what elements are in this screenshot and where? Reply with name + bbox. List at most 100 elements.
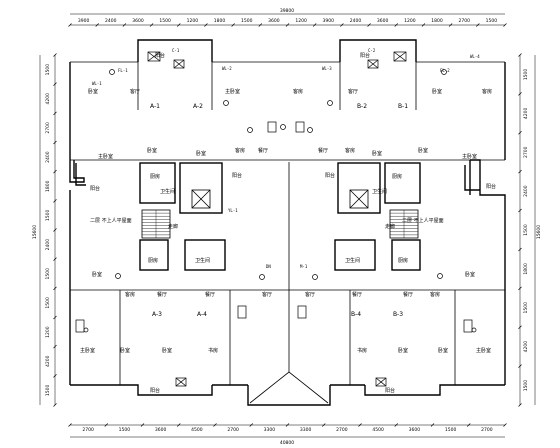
top-dimension-4: 1200 [187, 18, 199, 24]
unit-label-a2: A-2 [193, 103, 203, 110]
room-guest-mr: 客房 [345, 147, 355, 154]
right-dimension-6: 1500 [523, 302, 529, 314]
unit-label-a4: A-4 [197, 311, 207, 318]
room-guest-ml: 客房 [235, 147, 245, 154]
room-kitchen-l: 厨房 [150, 173, 160, 180]
top-dimension-12: 1200 [404, 18, 416, 24]
room-hall-br2: 餐厅 [403, 291, 413, 298]
room-hall-br: 餐厅 [352, 291, 362, 298]
roof-note-left: 二层 不上人平屋面 [90, 217, 132, 224]
top-dimension-0: 3900 [78, 18, 90, 24]
left-dimension-9: 1200 [45, 326, 51, 338]
top-balcony-fixtures [147, 51, 407, 387]
room-living-tl: 客厅 [130, 88, 140, 95]
bottom-dimension-1: 1500 [119, 427, 131, 433]
tag-wl-2: WL-2 [222, 66, 232, 71]
top-dimension-1: 2400 [105, 18, 117, 24]
room-hall-m2: 餐厅 [318, 147, 328, 154]
right-dimension-7: 4200 [523, 341, 529, 353]
bottom-dimension-0: 2700 [82, 427, 94, 433]
room-bedroom-tr: 卧室 [432, 88, 442, 95]
room-master-br: 主卧室 [476, 347, 491, 354]
right-overall-dimension: 15600 [536, 225, 542, 239]
room-guest-bl: 客房 [125, 291, 135, 298]
top-dimension-15: 1500 [486, 18, 498, 24]
top-dimension-8: 1200 [295, 18, 307, 24]
room-bedroom-br3: 卧室 [438, 347, 448, 354]
bottom-dimension-4: 2700 [227, 427, 239, 433]
unit-label-b1: B-1 [398, 103, 408, 110]
room-bedroom-br: 卧室 [465, 271, 475, 278]
tag-mc: M-1 [300, 264, 308, 269]
right-dimension-3: 2400 [523, 185, 529, 197]
room-balcony-mr: 阳台 [486, 183, 496, 190]
right-dimension-4: 1500 [523, 224, 529, 236]
room-balcony-top-left: 阳台 [155, 52, 165, 59]
tag-wl-3: WL-3 [322, 66, 332, 71]
stair-left [141, 209, 171, 239]
room-hall-bl: 餐厅 [157, 291, 167, 298]
room-master-bl: 主卧室 [80, 347, 95, 354]
unit-labels: A-1 A-2 B-2 B-1 A-3 A-4 B-4 B-3 [150, 103, 408, 318]
room-balcony-cr: 阳台 [325, 172, 335, 179]
bottom-dimension-6: 3300 [300, 427, 312, 433]
top-dimension-6: 1500 [241, 18, 253, 24]
top-dimension-10: 2400 [350, 18, 362, 24]
room-balcony-top-right: 阳台 [360, 52, 370, 59]
left-dimension-4: 1800 [45, 180, 51, 192]
tag-yl-1: YL-1 [228, 208, 238, 213]
tag-fl-2: FL-2 [440, 68, 450, 73]
left-dimension-1: 4200 [45, 93, 51, 105]
bottom-dimension-5: 3300 [264, 427, 276, 433]
stair-right [389, 209, 419, 239]
bottom-dimension-10: 1500 [445, 427, 457, 433]
left-dimension-2: 2700 [45, 122, 51, 134]
top-dimension-11: 3600 [377, 18, 389, 24]
room-kitchen-ll: 厨房 [148, 257, 158, 264]
lift-left [191, 189, 211, 209]
right-dimension-1: 4200 [523, 107, 529, 119]
left-dimension-chain: 15600 1500420027002400180015002400150015… [32, 53, 57, 407]
room-balcony-br: 阳台 [385, 387, 395, 394]
lift-right [349, 189, 369, 209]
room-balcony-ml: 阳台 [90, 185, 100, 192]
left-dimension-5: 1500 [45, 210, 51, 222]
room-bath-lr: 卫生间 [345, 257, 360, 264]
left-dimension-3: 2400 [45, 151, 51, 163]
bottom-dimension-9: 3600 [409, 427, 421, 433]
room-hall-bl2: 餐厅 [205, 291, 215, 298]
room-living-tr: 客厅 [348, 88, 358, 95]
room-corridor-l: 走廊 [168, 223, 178, 230]
room-bedroom-mr: 卧室 [372, 150, 382, 157]
right-dimension-8: 1500 [523, 380, 529, 392]
room-kitchen-lr: 厨房 [398, 257, 408, 264]
pipe-tags: WL-1 FL-1 C-1 WL-2 WL-3 C-2 FL-2 WL-4 YL… [92, 48, 480, 269]
top-dimension-3: 1500 [159, 18, 171, 24]
roof-note-right: 二层 不上人平屋面 [402, 217, 444, 224]
tag-wl-1: WL-1 [92, 81, 102, 86]
top-dimension-2: 3600 [132, 18, 144, 24]
unit-label-b4: B-4 [351, 311, 361, 318]
bottom-dimension-3: 4500 [191, 427, 203, 433]
unit-label-b3: B-3 [393, 311, 403, 318]
room-guest-tr2: 客房 [482, 88, 492, 95]
room-study-br: 书房 [357, 347, 367, 354]
interior-walls [70, 62, 505, 385]
room-guest-tr1: 客房 [293, 88, 303, 95]
right-dimension-0: 1500 [523, 69, 529, 81]
left-overall-dimension: 15600 [32, 225, 38, 239]
room-master-mr: 主卧室 [462, 153, 477, 160]
top-dimension-5: 1800 [214, 18, 226, 24]
right-dimension-5: 1800 [523, 263, 529, 275]
room-bedroom-mr2: 卧室 [418, 147, 428, 154]
room-guest-br: 客房 [430, 291, 440, 298]
room-bath-ll: 卫生间 [195, 257, 210, 264]
room-balcony-bl: 阳台 [150, 387, 160, 394]
left-dimension-0: 1500 [45, 64, 51, 76]
room-hall-m: 餐厅 [258, 147, 268, 154]
room-bath-r: 卫生间 [372, 188, 387, 195]
bottom-dimension-8: 4500 [372, 427, 384, 433]
